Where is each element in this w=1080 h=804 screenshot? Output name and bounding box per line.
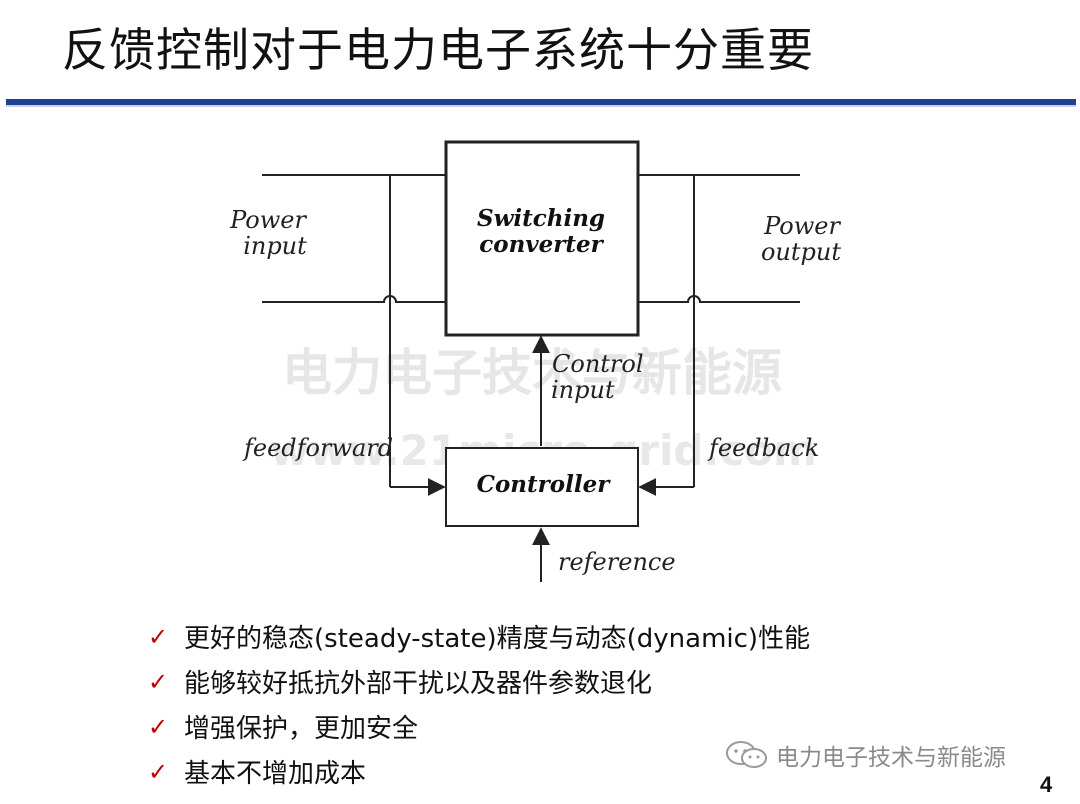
power-input-label-2: input bbox=[243, 232, 307, 260]
switching-converter-box bbox=[444, 140, 640, 337]
check-icon: ✓ bbox=[148, 667, 169, 696]
wechat-icon bbox=[726, 741, 767, 768]
list-item: ✓ 更好的稳态(steady-state)精度与动态(dynamic)性能 bbox=[148, 614, 810, 659]
watermark-text: 电力电子技术与新能源 bbox=[282, 344, 782, 402]
feedforward-label: feedforward bbox=[242, 434, 393, 462]
check-icon: ✓ bbox=[148, 712, 169, 741]
page-number: 4 bbox=[1040, 772, 1053, 797]
power-output-label-1: Power bbox=[763, 212, 841, 240]
page-title: 反馈控制对于电力电子系统十分重要 bbox=[62, 23, 814, 77]
power-input-bottom-line bbox=[262, 295, 446, 303]
power-input-label-1: Power bbox=[229, 206, 307, 234]
switching-converter-label-1: Switching bbox=[477, 205, 605, 232]
reference-label: reference bbox=[558, 548, 676, 576]
benefit-list: ✓ 更好的稳态(steady-state)精度与动态(dynamic)性能 ✓ … bbox=[148, 614, 810, 794]
power-output-label-2: output bbox=[761, 238, 841, 266]
controller-label: Controller bbox=[477, 471, 612, 498]
control-input-label-2: input bbox=[551, 376, 615, 404]
list-item-text: 基本不增加成本 bbox=[184, 759, 367, 789]
check-icon: ✓ bbox=[148, 757, 169, 786]
footer-brand-text: 电力电子技术与新能源 bbox=[776, 745, 1006, 771]
check-icon: ✓ bbox=[148, 622, 169, 651]
list-item-text: 增强保护，更加安全 bbox=[184, 714, 419, 744]
list-item: ✓ 能够较好抵抗外部干扰以及器件参数退化 bbox=[148, 659, 810, 704]
footer-brand: 电力电子技术与新能源 bbox=[724, 738, 1006, 772]
list-item: ✓ 增强保护，更加安全 bbox=[148, 704, 810, 749]
list-item-text: 更好的稳态(steady-state)精度与动态(dynamic)性能 bbox=[184, 624, 811, 654]
power-output-bottom-line bbox=[638, 295, 800, 303]
title-divider-shadow bbox=[6, 105, 1076, 107]
controller-box bbox=[445, 447, 639, 527]
list-item: ✓ 基本不增加成本 bbox=[148, 749, 810, 794]
control-input-label-1: Control bbox=[552, 350, 644, 378]
title-divider bbox=[6, 99, 1076, 105]
list-item-text: 能够较好抵抗外部干扰以及器件参数退化 bbox=[184, 669, 653, 699]
switching-converter-label-2: converter bbox=[479, 231, 604, 258]
feedback-label: feedback bbox=[707, 434, 819, 462]
